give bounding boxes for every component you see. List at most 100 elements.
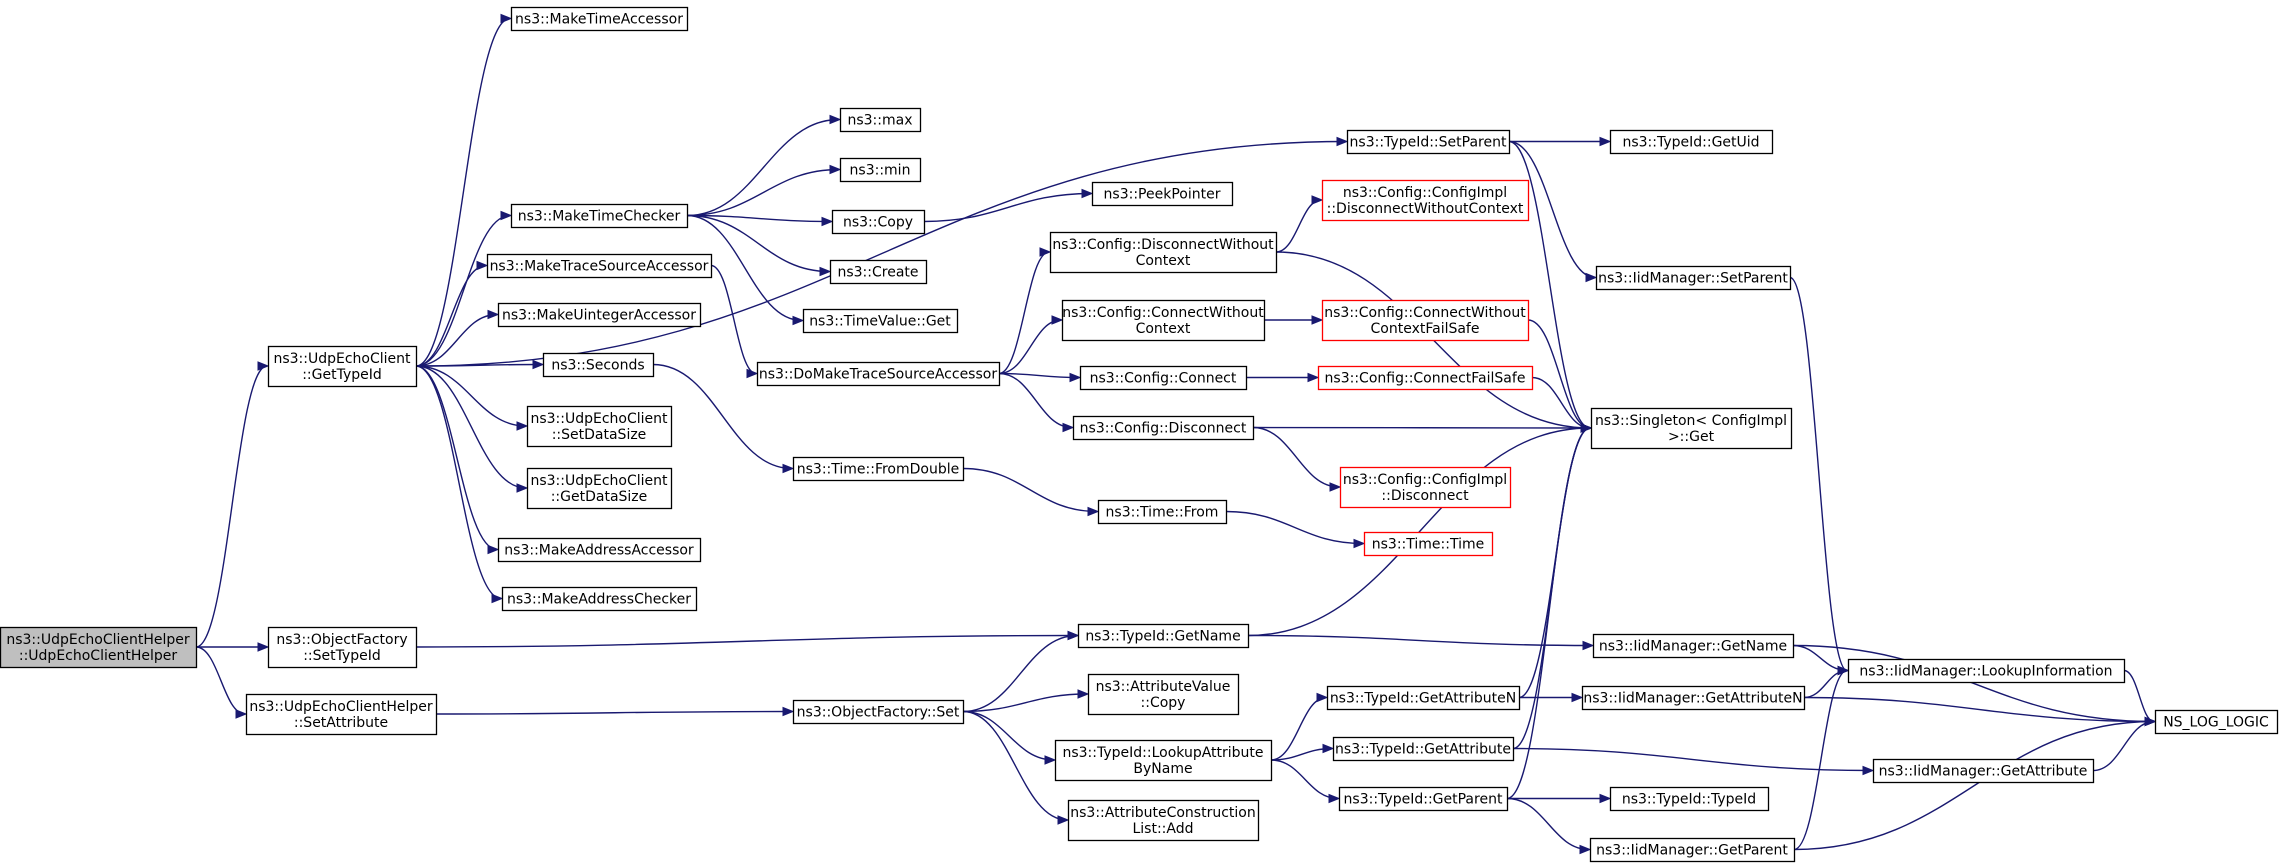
node-iidmanager_getname[interactable]: ns3::IidManager::GetName: [1592, 633, 1795, 659]
node-maketracesourceaccessor[interactable]: ns3::MakeTraceSourceAccessor: [486, 253, 713, 279]
node-getypeid[interactable]: ns3::UdpEchoClient::GetTypeId: [267, 345, 418, 388]
node-singleton_get[interactable]: ns3::Singleton< ConfigImpl >::Get: [1590, 407, 1793, 450]
node-typeid_getattributen[interactable]: ns3::TypeId::GetAttributeN: [1326, 685, 1521, 711]
node-box-helper_setattribute[interactable]: [245, 693, 438, 736]
node-maketimechecker[interactable]: ns3::MakeTimeChecker: [510, 203, 689, 229]
node-typeid_setparent[interactable]: ns3::TypeId::SetParent: [1346, 129, 1511, 155]
node-box-config_connect[interactable]: [1079, 365, 1248, 391]
node-cfgimpl_disconnectwithoutcontext[interactable]: ns3::Config::ConfigImpl::DisconnectWitho…: [1321, 179, 1530, 222]
node-box-config_disconnect[interactable]: [1072, 415, 1255, 441]
node-box-iidmanager_getattributen[interactable]: [1581, 685, 1806, 711]
node-typeid_getparent[interactable]: ns3::TypeId::GetParent: [1338, 786, 1509, 812]
node-box-udpechoclienthelper_ctor[interactable]: [0, 626, 198, 669]
node-box-disconnectwithoutcontext[interactable]: [1049, 231, 1278, 274]
node-getdatasize[interactable]: ns3::UdpEchoClient::GetDataSize: [526, 467, 673, 510]
node-typeid_getattribute[interactable]: ns3::TypeId::GetAttribute: [1332, 736, 1515, 762]
node-box-singleton_get[interactable]: [1590, 407, 1793, 450]
node-box-lookupattributebyname[interactable]: [1054, 739, 1273, 782]
node-box-typeid_setparent[interactable]: [1346, 129, 1511, 155]
node-time_time[interactable]: ns3::Time::Time: [1363, 531, 1494, 557]
node-box-connectwithoutcontextfailsafe[interactable]: [1321, 299, 1530, 342]
node-box-domaketracesourceaccessor[interactable]: [756, 361, 1001, 387]
node-cfgimpl_disconnect[interactable]: ns3::Config::ConfigImpl::Disconnect: [1339, 466, 1512, 509]
node-box-setdatasize[interactable]: [526, 405, 673, 448]
node-box-max[interactable]: [839, 107, 922, 133]
node-box-peekpointer[interactable]: [1091, 181, 1234, 207]
node-box-objfactory_settypeid[interactable]: [267, 626, 418, 669]
node-min[interactable]: ns3::min: [839, 157, 922, 183]
node-box-getypeid[interactable]: [267, 345, 418, 388]
node-box-maketimeaccessor[interactable]: [510, 6, 689, 32]
node-connectwithoutcontextfailsafe[interactable]: ns3::Config::ConnectWithoutContextFailSa…: [1321, 299, 1530, 342]
node-typeid_getuid[interactable]: ns3::TypeId::GetUid: [1609, 129, 1774, 155]
node-box-min[interactable]: [839, 157, 922, 183]
node-max[interactable]: ns3::max: [839, 107, 922, 133]
node-box-seconds[interactable]: [542, 352, 655, 378]
node-attributevalue_copy[interactable]: ns3::AttributeValue::Copy: [1087, 673, 1240, 716]
node-objectfactory_set[interactable]: ns3::ObjectFactory::Set: [792, 699, 965, 725]
node-config_connect[interactable]: ns3::Config::Connect: [1079, 365, 1248, 391]
node-box-iidmanager_getparent[interactable]: [1589, 837, 1796, 863]
node-box-ns_log_logic[interactable]: [2154, 709, 2279, 735]
node-box-iidmanager_getattribute[interactable]: [1872, 758, 2095, 784]
node-box-attrconstructionlist_add[interactable]: [1067, 799, 1260, 842]
node-box-attributevalue_copy[interactable]: [1087, 673, 1240, 716]
node-box-create[interactable]: [829, 259, 928, 285]
node-helper_setattribute[interactable]: ns3::UdpEchoClientHelper::SetAttribute: [245, 693, 438, 736]
node-iidmanager_getattribute[interactable]: ns3::IidManager::GetAttribute: [1872, 758, 2095, 784]
node-disconnectwithoutcontext[interactable]: ns3::Config::DisconnectWithoutContext: [1049, 231, 1278, 274]
node-connectfailsafe[interactable]: ns3::Config::ConnectFailSafe: [1317, 365, 1534, 391]
node-box-iidmanager_getname[interactable]: [1592, 633, 1795, 659]
node-box-typeid_getattribute[interactable]: [1332, 736, 1515, 762]
node-objfactory_settypeid[interactable]: ns3::ObjectFactory::SetTypeId: [267, 626, 418, 669]
node-box-typeid_typeid[interactable]: [1609, 786, 1770, 812]
node-typeid_getname[interactable]: ns3::TypeId::GetName: [1077, 623, 1250, 649]
node-typeid_typeid[interactable]: ns3::TypeId::TypeId: [1609, 786, 1770, 812]
node-domaketracesourceaccessor[interactable]: ns3::DoMakeTraceSourceAccessor: [756, 361, 1001, 387]
node-seconds[interactable]: ns3::Seconds: [542, 352, 655, 378]
node-box-makeaddressaccessor[interactable]: [497, 537, 702, 563]
node-box-timevalue_get[interactable]: [802, 308, 959, 334]
node-makeaddressaccessor[interactable]: ns3::MakeAddressAccessor: [497, 537, 702, 563]
node-lookupinformation[interactable]: ns3::IidManager::LookupInformation: [1847, 658, 2126, 684]
node-box-cfgimpl_disconnectwithoutcontext[interactable]: [1321, 179, 1530, 222]
node-box-lookupinformation[interactable]: [1847, 658, 2126, 684]
node-timevalue_get[interactable]: ns3::TimeValue::Get: [802, 308, 959, 334]
node-iidmanager_getparent[interactable]: ns3::IidManager::GetParent: [1589, 837, 1796, 863]
node-time_from[interactable]: ns3::Time::From: [1097, 499, 1228, 525]
node-copy[interactable]: ns3::Copy: [831, 209, 926, 235]
node-ns_log_logic[interactable]: NS_LOG_LOGIC: [2154, 709, 2279, 735]
node-box-makeuintegeraccessor[interactable]: [497, 302, 702, 328]
node-box-time_fromdouble[interactable]: [792, 456, 965, 482]
node-time_fromdouble[interactable]: ns3::Time::FromDouble: [792, 456, 965, 482]
node-box-time_from[interactable]: [1097, 499, 1228, 525]
node-makeaddresschecker[interactable]: ns3::MakeAddressChecker: [501, 586, 698, 612]
node-config_disconnect[interactable]: ns3::Config::Disconnect: [1072, 415, 1255, 441]
node-box-makeaddresschecker[interactable]: [501, 586, 698, 612]
node-iidmanager_setparent[interactable]: ns3::IidManager::SetParent: [1595, 265, 1792, 291]
node-makeuintegeraccessor[interactable]: ns3::MakeUintegerAccessor: [497, 302, 702, 328]
node-box-maketracesourceaccessor[interactable]: [486, 253, 713, 279]
node-iidmanager_getattributen[interactable]: ns3::IidManager::GetAttributeN: [1581, 685, 1806, 711]
node-box-getdatasize[interactable]: [526, 467, 673, 510]
node-box-copy[interactable]: [831, 209, 926, 235]
node-box-connectwithoutcontext[interactable]: [1061, 299, 1266, 342]
node-udpechoclienthelper_ctor[interactable]: ns3::UdpEchoClientHelper::UdpEchoClientH…: [0, 626, 198, 669]
node-box-time_time[interactable]: [1363, 531, 1494, 557]
node-box-typeid_getname[interactable]: [1077, 623, 1250, 649]
node-maketimeaccessor[interactable]: ns3::MakeTimeAccessor: [510, 6, 689, 32]
node-box-typeid_getparent[interactable]: [1338, 786, 1509, 812]
node-box-iidmanager_setparent[interactable]: [1595, 265, 1792, 291]
node-create[interactable]: ns3::Create: [829, 259, 928, 285]
node-box-connectfailsafe[interactable]: [1317, 365, 1534, 391]
node-peekpointer[interactable]: ns3::PeekPointer: [1091, 181, 1234, 207]
node-box-maketimechecker[interactable]: [510, 203, 689, 229]
node-box-objectfactory_set[interactable]: [792, 699, 965, 725]
node-box-typeid_getattributen[interactable]: [1326, 685, 1521, 711]
node-setdatasize[interactable]: ns3::UdpEchoClient::SetDataSize: [526, 405, 673, 448]
node-box-typeid_getuid[interactable]: [1609, 129, 1774, 155]
node-box-cfgimpl_disconnect[interactable]: [1339, 466, 1512, 509]
